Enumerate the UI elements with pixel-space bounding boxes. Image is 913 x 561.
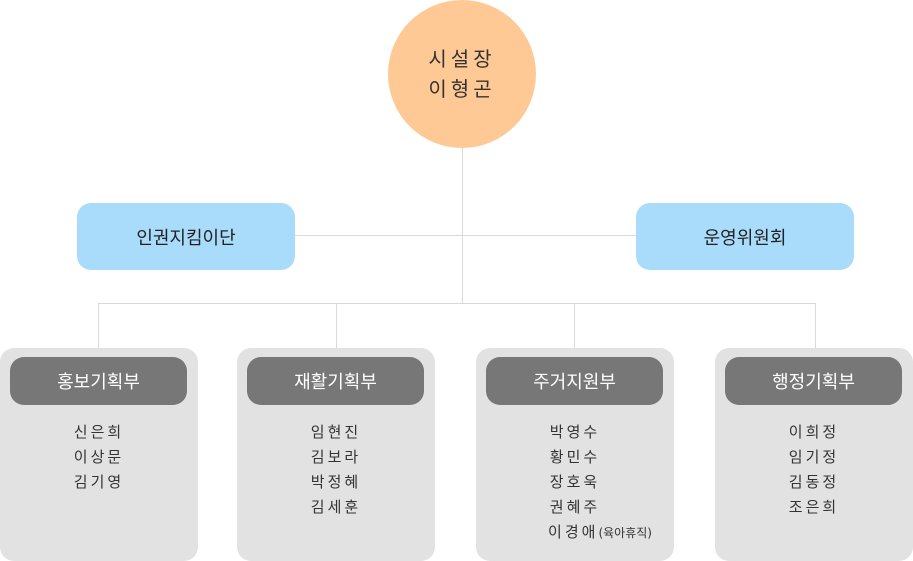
director-node: 시설장 이형곤	[388, 0, 536, 148]
connector	[574, 303, 575, 348]
member-note: (육아휴직)	[598, 526, 652, 540]
member: 이희정	[788, 423, 840, 441]
department-panel: 재활기획부 임현진 김보라 박정혜 김세훈	[237, 348, 435, 561]
member: 김보라	[310, 448, 362, 466]
member: 김기영	[73, 473, 125, 491]
member: 조은희	[788, 498, 840, 516]
connector	[295, 235, 636, 236]
department-panel: 주거지원부 박영수 황민수 장호욱 권혜주 이경애(육아휴직)	[476, 348, 674, 561]
member: 신은희	[73, 423, 125, 441]
connector	[98, 303, 99, 348]
connector	[815, 303, 816, 348]
department-title: 재활기획부	[247, 357, 424, 405]
department-title: 주거지원부	[486, 357, 663, 405]
committee-human-rights: 인권지킴이단	[77, 203, 295, 270]
connector	[336, 303, 337, 348]
member: 박정혜	[310, 473, 362, 491]
department-panel: 행정기획부 이희정 임기정 김동정 조은희	[715, 348, 913, 561]
member: 임현진	[310, 423, 362, 441]
member: 황민수	[549, 448, 601, 466]
committee-operations: 운영위원회	[636, 203, 854, 270]
connector	[98, 303, 816, 304]
member: 장호욱	[549, 473, 601, 491]
department-title: 홍보기획부	[10, 357, 187, 405]
member: 이경애	[548, 523, 599, 541]
connector	[462, 148, 463, 303]
member: 박영수	[549, 423, 601, 441]
member: 임기정	[788, 448, 840, 466]
member: 김세훈	[310, 498, 362, 516]
member: 이상문	[73, 448, 125, 466]
department-title: 행정기획부	[725, 357, 902, 405]
director-title: 시설장	[428, 47, 496, 71]
member: 김동정	[788, 473, 840, 491]
director-name: 이형곤	[428, 77, 496, 101]
member: 권혜주	[549, 498, 601, 516]
department-panel: 홍보기획부 신은희 이상문 김기영	[0, 348, 198, 561]
